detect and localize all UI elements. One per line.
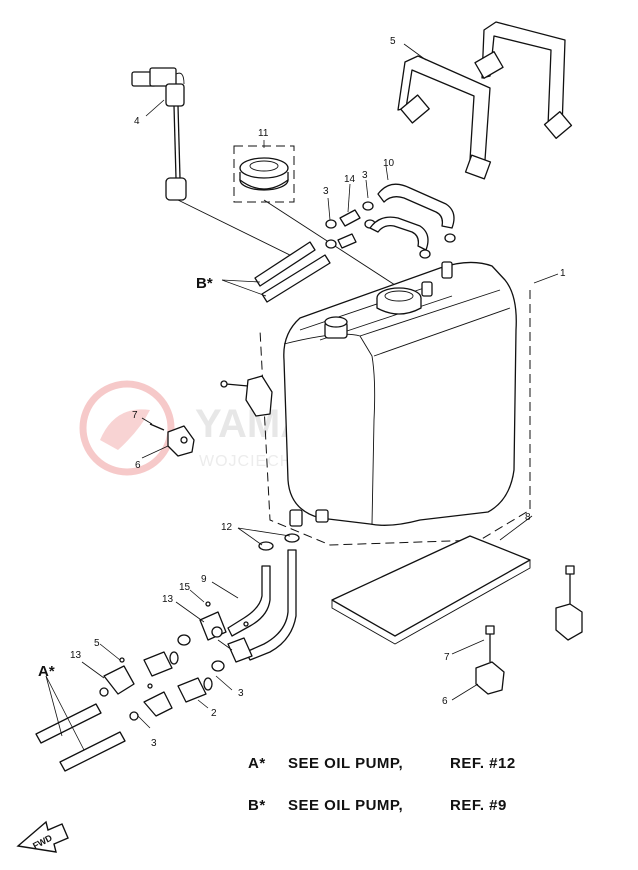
callout-14: 14 — [344, 174, 356, 185]
tank-pad — [331, 535, 531, 645]
callout-5: 5 — [390, 36, 396, 47]
note-b-key: B* — [248, 797, 266, 814]
callout-6: 6 — [442, 696, 448, 707]
callout-5: 5 — [94, 638, 100, 649]
note-a-key: A* — [248, 755, 266, 772]
bracket-left — [149, 375, 273, 457]
bracket-right — [475, 565, 583, 695]
callout-3: 3 — [362, 170, 368, 181]
note-b-ref: REF. #9 — [450, 797, 507, 814]
callout-2: 2 — [211, 708, 217, 719]
callout-13: 13 — [162, 594, 174, 605]
callout-3: 3 — [238, 688, 244, 699]
upper-hose-assembly — [325, 183, 456, 259]
oil-tank — [259, 261, 531, 546]
callout-10: 10 — [383, 158, 395, 169]
lower-hose-assembly — [99, 533, 300, 721]
note-b-text: SEE OIL PUMP, — [288, 797, 403, 814]
callout-11: 11 — [258, 128, 269, 139]
tank-band-strap — [397, 21, 573, 180]
callout-3: 3 — [323, 186, 329, 197]
note-a-text: SEE OIL PUMP, — [288, 755, 403, 772]
callout-8: 8 — [525, 512, 531, 523]
callout-4: 4 — [134, 116, 140, 127]
callout-7: 7 — [132, 410, 138, 421]
reference-b-hoses — [254, 241, 331, 303]
reference-label-a: A* — [38, 663, 55, 680]
callouts: 1 2 3 3 3 3 4 5 5 6 6 7 7 8 9 10 11 12 1… — [70, 36, 566, 749]
callout-13: 13 — [70, 650, 82, 661]
callout-15: 15 — [179, 582, 191, 593]
callout-12: 12 — [221, 522, 233, 533]
reference-a-hoses — [35, 703, 126, 772]
callout-3: 3 — [151, 738, 157, 749]
callout-6: 6 — [135, 460, 141, 471]
watermark-logo — [79, 380, 175, 476]
callout-9: 9 — [201, 574, 207, 585]
note-a-ref: REF. #12 — [450, 755, 516, 772]
callout-1: 1 — [560, 268, 566, 279]
oil-level-sensor — [131, 67, 301, 261]
callout-7: 7 — [444, 652, 450, 663]
leader-lines — [45, 43, 559, 751]
notes: A* SEE OIL PUMP, REF. #12 B* SEE OIL PUM… — [248, 755, 516, 814]
forward-arrow-icon: FWD — [16, 820, 69, 853]
reference-label-b: B* — [196, 275, 213, 292]
filler-cap — [233, 145, 396, 286]
